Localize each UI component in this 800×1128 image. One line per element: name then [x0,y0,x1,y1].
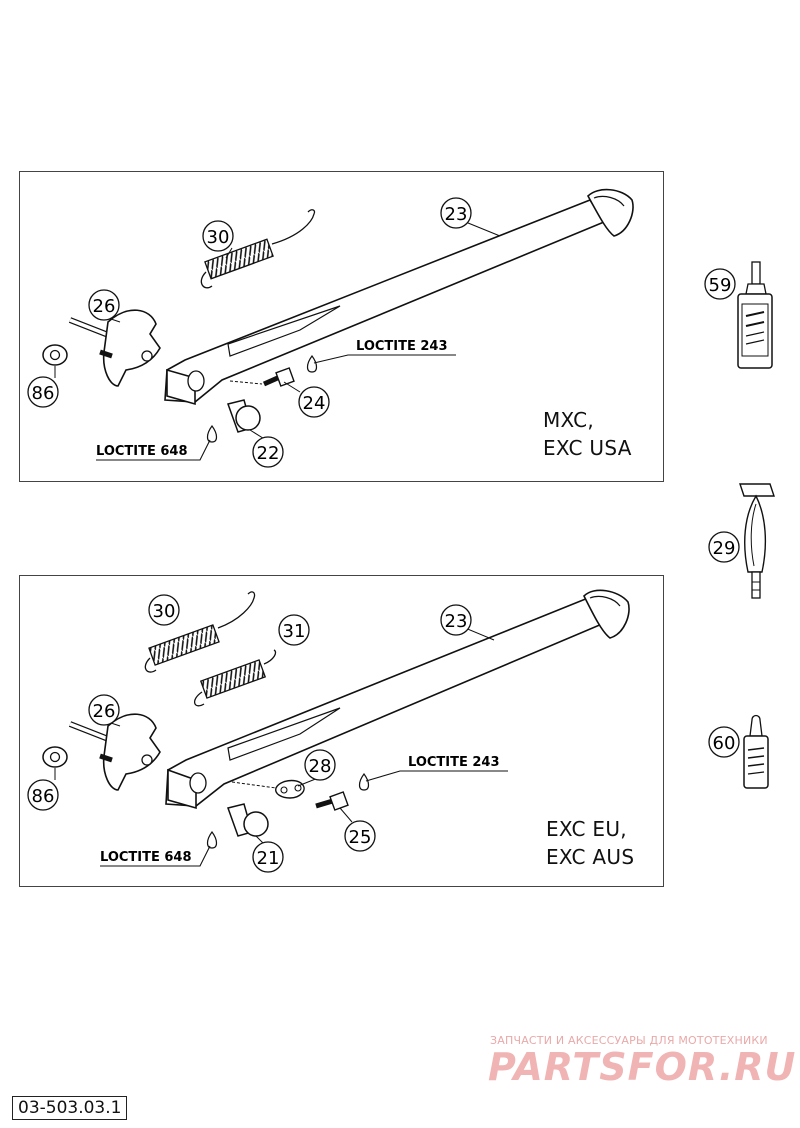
bottom-pivot-26 [68,713,161,791]
top-model-label: MXC, EXC USA [543,406,632,462]
bottom-callout-21-ring [252,841,284,873]
bottom-callout-28: 28 [309,756,332,777]
top-bolt-24 [229,367,295,387]
bottom-callouts: 23 30 31 26 86 28 25 21 [27,594,472,873]
bottom-kickstand-assembly [42,589,630,867]
bottom-callout-31-ring [278,614,310,646]
bottom-callout-30-ring [148,594,180,626]
top-kickstand-leg [164,188,634,406]
bottom-callout-30: 30 [153,601,176,622]
top-callout-22-ring [252,436,284,468]
loctite-bottle-59: 59 [704,261,773,369]
top-callout-24-ring [298,386,330,418]
bottom-kickstand-leg [165,589,630,810]
loctite-tube-60: 60 [708,714,769,789]
document-id: 03-503.03.1 [12,1096,128,1120]
bottom-callout-25-ring [344,820,376,852]
top-plug-22 [227,399,261,433]
bottom-loctite-648-label: LOCTITE 648 [100,850,192,865]
bottom-loctite-243-label: LOCTITE 243 [408,755,500,770]
bottom-callout-26-ring [88,694,120,726]
top-callout-23-ring [440,197,472,229]
top-pivot-26 [68,309,161,387]
bottom-callout-23: 23 [445,611,468,632]
top-model-line1: MXC, [543,408,595,432]
top-callout-24: 24 [303,393,326,414]
top-callout-86: 86 [32,383,55,404]
bottom-callout-86: 86 [32,786,55,807]
bottom-callout-25: 25 [349,827,372,848]
top-callout-30: 30 [207,227,230,248]
top-loctite-243-label: LOCTITE 243 [356,339,448,354]
top-callout-30-ring [202,220,234,252]
bottom-spring-31 [194,649,277,707]
bottom-bolt-25 [231,781,349,811]
bottom-nut-86 [42,746,68,768]
tool-29: 29 [708,483,775,599]
callout-60: 60 [713,733,736,754]
top-model-line2: EXC USA [543,436,632,460]
bottom-plate-28 [275,779,305,799]
top-loctite-648-label: LOCTITE 648 [96,444,188,459]
top-callout-26-ring [88,289,120,321]
bottom-spring-30 [144,591,256,673]
bottom-plug-21 [227,803,269,837]
bottom-model-line2: EXC AUS [546,845,635,869]
top-nut-86 [42,344,68,366]
bottom-callout-23-ring [440,604,472,636]
top-callouts: 23 30 26 86 24 22 [27,197,472,468]
callout-29: 29 [713,538,736,559]
top-callout-86-ring [27,376,59,408]
top-spring-30 [200,209,316,289]
watermark-tagline: ЗАПЧАСТИ И АКСЕССУАРЫ ДЛЯ МОТОТЕХНИКИ [490,1034,768,1047]
callout-29-ring [708,531,740,563]
bottom-callout-28-ring [304,749,336,781]
top-callout-22: 22 [257,443,280,464]
top-kickstand-assembly [42,188,634,461]
bottom-callout-26: 26 [93,701,116,722]
callout-60-ring [708,726,740,758]
callout-59: 59 [709,275,732,296]
bottom-callout-31: 31 [283,621,306,642]
callout-59-ring [704,268,736,300]
bottom-callout-21: 21 [257,848,280,869]
bottom-model-line1: EXC EU, [546,817,627,841]
watermark-logo: PARTSFOR.RU [488,1045,797,1089]
top-callout-23: 23 [445,204,468,225]
bottom-callout-86-ring [27,779,59,811]
bottom-model-label: EXC EU, EXC AUS [546,815,634,871]
top-callout-26: 26 [93,296,116,317]
